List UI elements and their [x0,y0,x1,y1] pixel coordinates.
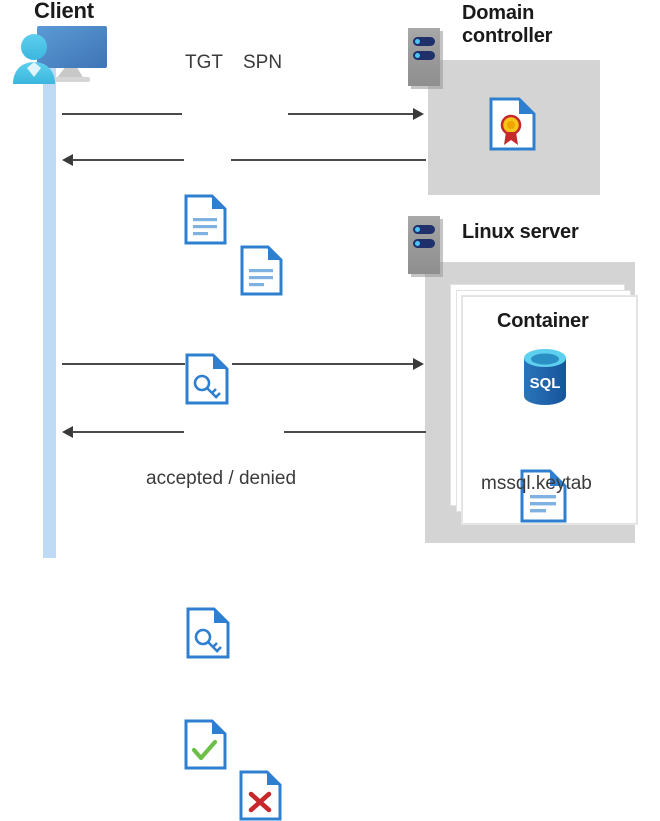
rack-bar [413,37,435,46]
tgt-label: TGT [185,52,223,73]
ticket-key-document-icon [186,607,660,659]
message-2-line-right [231,159,426,161]
denied-cross-document-icon [239,770,660,821]
rack-bar [413,225,435,234]
rack-bar [413,239,435,248]
spn-document-icon [240,245,660,296]
message-3-line-left [62,363,185,365]
keytab-filename-label: mssql.keytab [481,473,592,494]
domain-controller-rack-icon [408,28,440,86]
keytab-document-icon [520,469,660,523]
tgt-document-icon [184,194,660,245]
container-title: Container [497,310,589,332]
message-1-line-right [288,113,414,115]
client-lifeline [43,68,56,558]
client-computer-icon [10,24,112,95]
message-1-arrowhead [413,108,424,120]
message-3-arrowhead [413,358,424,370]
ticket-key-document-icon [185,353,660,405]
message-3-line-right [232,363,414,365]
message-4-line-right [284,431,426,433]
certificate-document-icon [489,97,660,151]
message-4-line-left [72,431,184,433]
message-2-line-left [72,159,184,161]
client-title: Client [34,0,94,23]
accepted-denied-label: accepted / denied [146,468,297,489]
domain-controller-title: Domain controller [462,2,553,47]
message-1-line-left [62,113,182,115]
linux-server-rack-icon [408,216,440,274]
linux-server-title: Linux server [462,221,579,243]
rack-bar [413,51,435,60]
spn-label: SPN [243,52,283,73]
message-4-arrowhead [62,426,73,438]
accepted-check-document-icon [184,719,660,770]
diagram-canvas: Client Domain controller Linux server Co… [10,0,660,821]
message-2-arrowhead [62,154,73,166]
svg-text:SQL: SQL [530,375,561,392]
sql-database-icon: SQL [519,348,571,411]
